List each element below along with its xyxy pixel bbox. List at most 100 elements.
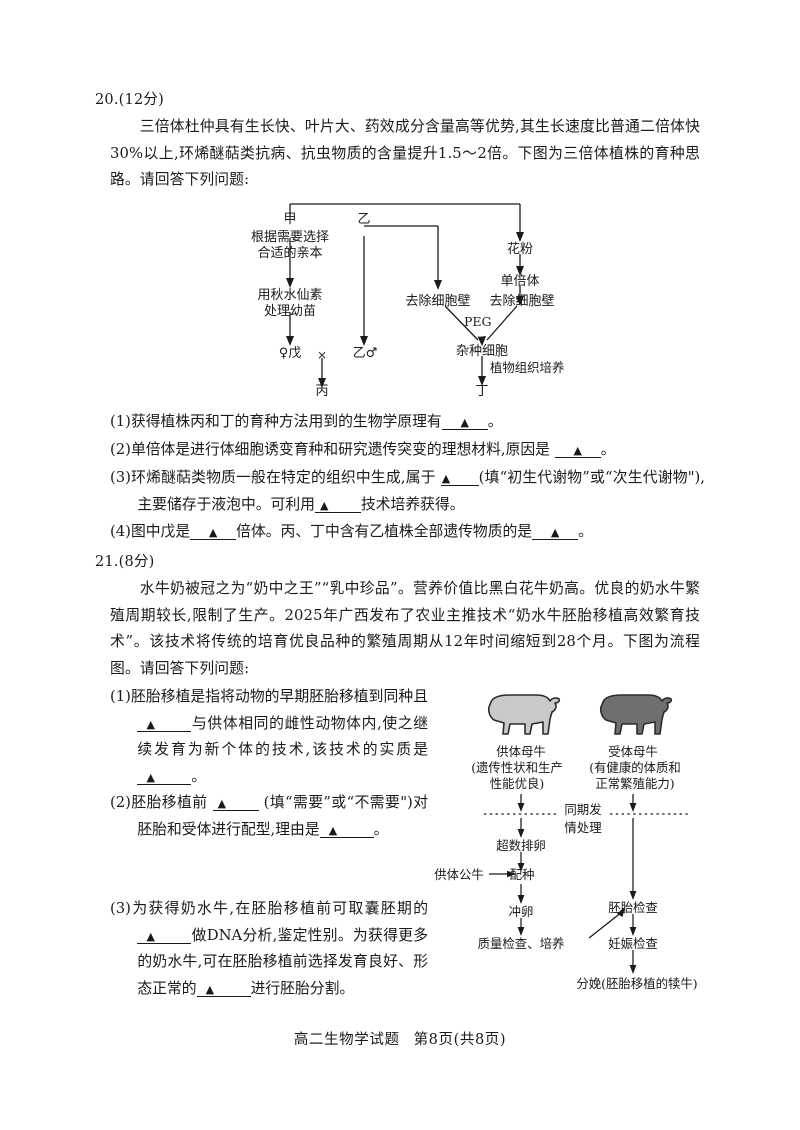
label-recipient-cow: 受体母牛 <box>608 744 658 759</box>
q20-sub3-blank-1[interactable]: ▲ <box>440 473 479 486</box>
label-donor-bull: 供体公牛 <box>434 867 484 882</box>
node-colchicine-line1: 用秋水仙素 <box>257 288 323 303</box>
question-21-sub-1: (1)胚胎移植是指将动物的早期胚胎移植到同种且▲与供体相同的雌性动物体内,使之继… <box>110 684 428 790</box>
label-recipient-note-1: (有健康的体质和 <box>589 760 681 775</box>
q20-sub4-text-b: 倍体。丙、丁中含有乙植株全部遗传物质的是 <box>236 523 533 540</box>
arrowhead <box>516 266 524 276</box>
q20-sub4-blank-1[interactable]: ▲ <box>190 527 237 540</box>
node-bing: 丙 <box>315 384 329 399</box>
embryo-transfer-flow-diagram: 供体母牛 (遗传性状和生产 性能优良) 受体母牛 (有健康的体质和 正常繁殖能力… <box>432 686 722 1016</box>
page-footer: 高二生物学试题第8页(共8页) <box>0 1028 800 1049</box>
q21-sub2-post: 。 <box>373 820 389 838</box>
label-superovulation: 超数排卵 <box>496 838 546 853</box>
donor-cow-icon <box>487 694 561 735</box>
q21-sub1-blank-2[interactable]: ▲ <box>137 772 192 785</box>
arrowhead <box>516 296 524 306</box>
label-mating: 配种 <box>509 867 535 882</box>
recipient-cow-icon <box>599 694 673 735</box>
flow-diagram-lines <box>484 794 688 974</box>
arrowhead <box>517 927 525 936</box>
q21-sub3-text-b: 做DNA分析,鉴定性别。为获得更多的奶水牛,可在胚胎移植前选择发育良好、形态正常… <box>137 926 428 997</box>
question-21-sub-3: (3)为获得奶水牛,在胚胎移植前可取囊胚期的▲做DNA分析,鉴定性别。为获得更多… <box>110 896 428 1002</box>
label-flush-egg: 冲卵 <box>508 904 534 919</box>
node-plant-tissue-culture: 植物组织培养 <box>490 360 565 375</box>
question-21-stem: 水牛奶被冠之为“奶中之王”“乳中珍品”。营养价值比黑白花牛奶高。优良的奶水牛繁殖… <box>110 576 700 682</box>
q20-sub2-post: 。 <box>600 441 616 458</box>
q20-sub3-text-b: (填“初生代谢物”或“次生代谢物"),主要储存于液泡中。可利用 <box>137 469 705 513</box>
label-donor-note-1: (遗传性状和生产 <box>471 760 563 775</box>
triploid-breeding-diagram: 甲 乙 根据需要选择 合适的亲本 用秋水仙素 处理幼苗 ♀戊 × 乙♂ 丙 花粉… <box>232 198 577 400</box>
q21-sub1-text-a: (1)胚胎移植是指将动物的早期胚胎移植到同种且 <box>110 688 428 705</box>
question-20-stem: 三倍体杜仲具有生长快、叶片大、药效成分含量高等优势,其生长速度比普通二倍体快30… <box>110 114 700 194</box>
node-colchicine-line2: 处理幼苗 <box>263 304 317 319</box>
question-20-number: 20.(12分) <box>95 92 164 108</box>
breeding-diagram-lines <box>286 203 524 388</box>
q21-sub3-blank-1[interactable]: ▲ <box>137 931 192 944</box>
label-embryo-check: 胚胎检查 <box>608 900 658 915</box>
q20-sub1-post: 。 <box>487 413 503 430</box>
q20-sub2-blank[interactable]: ▲ <box>554 445 601 458</box>
q21-sub1-post: 。 <box>191 767 207 785</box>
arrowhead <box>478 336 486 346</box>
label-recipient-note-2: 正常繁殖能力) <box>595 776 675 791</box>
node-select-parent-line1: 根据需要选择 <box>250 230 330 245</box>
q21-sub2-text-a: (2)胚胎移植前 <box>110 794 208 811</box>
q20-sub3-blank-2[interactable]: ▲ <box>314 500 361 513</box>
node-peg-label: PEG <box>464 314 492 329</box>
arrowhead <box>507 870 516 878</box>
q20-sub4-post: 。 <box>578 523 593 540</box>
node-wu-female: ♀戊 <box>278 346 302 361</box>
arrowhead <box>629 891 637 900</box>
arrowhead <box>617 907 625 917</box>
question-20-stem-text: 三倍体杜仲具有生长快、叶片大、药效成分含量高等优势,其生长速度比普通二倍体快30… <box>110 118 700 188</box>
question-21-number: 21.(8分) <box>95 554 155 570</box>
node-remove-cell-wall-left: 去除细胞壁 <box>405 294 471 309</box>
q20-sub2-text: (2)单倍体是进行体细胞诱变育种和研究遗传突变的理想材料,原因是 <box>110 441 550 458</box>
arrowhead <box>629 803 637 812</box>
q21-sub2-blank-1[interactable]: ▲ <box>212 798 259 811</box>
arrowhead <box>286 278 294 288</box>
question-21-stem-text: 水牛奶被冠之为“奶中之王”“乳中珍品”。营养价值比黑白花牛奶高。优良的奶水牛繁殖… <box>110 580 700 677</box>
q20-sub3-text-a: (3)环烯醚萜类物质一般在特定的组织中生成,属于 <box>110 469 436 486</box>
arrowhead <box>360 336 368 346</box>
arrowhead <box>517 863 525 872</box>
q21-sub2-blank-2[interactable]: ▲ <box>319 825 374 838</box>
question-20-sub-1: (1)获得植株丙和丁的育种方法用到的生物学原理有▲。 <box>110 409 705 436</box>
arrowhead <box>516 232 524 242</box>
footer-subject-title: 高二生物学试题 <box>293 1032 400 1048</box>
q20-sub3-post: 技术培养获得。 <box>360 495 465 513</box>
arrowhead <box>478 376 486 386</box>
arrowhead <box>629 927 637 936</box>
node-hybrid-cell: 杂种细胞 <box>455 344 509 359</box>
q21-sub1-blank-1[interactable]: ▲ <box>137 719 192 732</box>
arrowhead <box>517 895 525 904</box>
q20-sub1-text: (1)获得植株丙和丁的育种方法用到的生物学原理有 <box>110 413 442 430</box>
question-21-sub-2: (2)胚胎移植前 ▲ (填“需要”或“不需要")对胚胎和受体进行配型,理由是▲。 <box>110 790 428 843</box>
label-donor-cow: 供体母牛 <box>496 744 546 759</box>
arrowhead <box>286 336 294 346</box>
q21-sub3-blank-2[interactable]: ▲ <box>196 984 251 997</box>
label-quality-check: 质量检查、培养 <box>477 936 565 951</box>
q21-sub3-post: 进行胚胎分割。 <box>250 979 355 997</box>
node-haploid: 单倍体 <box>500 274 540 289</box>
q20-sub4-blank-2[interactable]: ▲ <box>532 527 579 540</box>
label-estrus-sync-line2: 情处理 <box>564 820 602 835</box>
node-jia: 甲 <box>283 212 297 227</box>
q20-sub1-blank[interactable]: ▲ <box>441 417 488 430</box>
question-20-sub-3: (3)环烯醚萜类物质一般在特定的组织中生成,属于 ▲(填“初生代谢物”或“次生代… <box>110 465 705 518</box>
node-cross-symbol: × <box>316 348 328 362</box>
arrowhead <box>318 378 326 388</box>
label-pregnancy-check: 妊娠检查 <box>608 936 658 951</box>
q20-sub4-text-a: (4)图中戊是 <box>110 523 191 540</box>
q21-sub1-text-b: 与供体相同的雌性动物体内,使之继续发育为新个体的技术,该技术的实质是 <box>137 714 428 759</box>
node-ding: 丁 <box>475 384 489 399</box>
question-20-sub-2: (2)单倍体是进行体细胞诱变育种和研究遗传突变的理想材料,原因是 ▲。 <box>110 437 705 464</box>
node-remove-cell-wall-right: 去除细胞壁 <box>489 294 555 309</box>
node-yi-male: 乙♂ <box>352 346 378 361</box>
question-20-sub-4: (4)图中戊是▲倍体。丙、丁中含有乙植株全部遗传物质的是▲。 <box>110 519 705 546</box>
node-pollen: 花粉 <box>506 242 534 257</box>
footer-page-number: 第8页(共8页) <box>413 1032 507 1048</box>
node-yi-top: 乙 <box>357 212 371 227</box>
arrowhead <box>517 803 525 812</box>
